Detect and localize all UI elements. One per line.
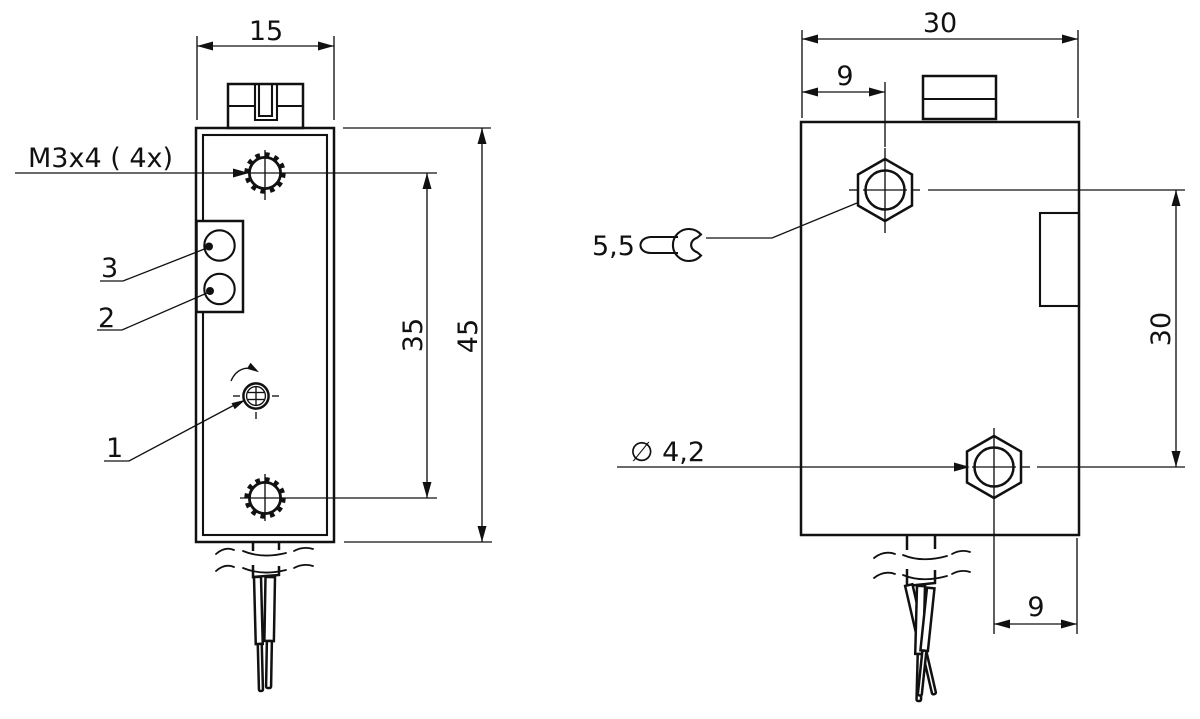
dim-label: 9 bbox=[836, 61, 853, 92]
diameter-callout: ∅ 4,2 bbox=[617, 437, 970, 472]
leader-dot bbox=[206, 287, 214, 295]
dimension-hole-spacing-35: 35 bbox=[398, 173, 432, 498]
callout-label: 1 bbox=[106, 433, 123, 464]
wrench-callout: 5,5 bbox=[592, 202, 858, 263]
dim-label: 15 bbox=[249, 16, 283, 47]
leader-line bbox=[706, 202, 858, 239]
leader-arrow bbox=[954, 462, 970, 472]
potentiometer-centerline-marks bbox=[233, 395, 279, 419]
centerlines bbox=[849, 148, 1185, 634]
thread-callout: M3x4 ( 4x) bbox=[15, 143, 437, 178]
dim-label: 35 bbox=[398, 318, 429, 352]
front-cable bbox=[215, 543, 314, 693]
dimension-hole-offset-bottom-9: 9 bbox=[994, 538, 1078, 634]
leader-line bbox=[100, 247, 208, 282]
leader-line bbox=[104, 401, 241, 462]
side-body-outline bbox=[799, 120, 1081, 537]
screw-head-front-icon bbox=[226, 82, 305, 130]
dimension-width-30: 30 bbox=[801, 8, 1079, 118]
dimension-hole-spacing-30: 30 bbox=[1146, 190, 1181, 467]
led-lower-icon bbox=[203, 272, 236, 306]
dim-label: 45 bbox=[453, 319, 484, 353]
rotation-arrow-icon bbox=[230, 362, 259, 382]
callout-1: 1 bbox=[104, 399, 246, 464]
dim-label: 30 bbox=[923, 8, 957, 39]
callout-label: 2 bbox=[98, 303, 115, 334]
callout-3: 3 bbox=[100, 242, 213, 284]
wrench-icon bbox=[639, 227, 703, 263]
dimension-hole-offset-top-9: 9 bbox=[802, 61, 886, 147]
potentiometer-icon bbox=[242, 382, 270, 410]
dim-label: 30 bbox=[1146, 312, 1177, 346]
side-view: 5,5 ∅ 4,2 30 9 bbox=[592, 8, 1185, 703]
wire bbox=[916, 586, 936, 697]
break-line bbox=[873, 549, 971, 581]
leader-arrow bbox=[233, 168, 249, 178]
led-upper-icon bbox=[203, 229, 236, 262]
thread-callout-label: M3x4 ( 4x) bbox=[28, 143, 173, 174]
leader-line bbox=[97, 292, 208, 331]
screw-head-side-icon bbox=[921, 74, 998, 121]
front-view: M3x4 ( 4x) 15 35 45 bbox=[15, 16, 492, 693]
callout-2: 2 bbox=[97, 287, 214, 334]
led-block bbox=[195, 219, 245, 314]
dimension-width-15: 15 bbox=[196, 16, 335, 120]
break-line bbox=[215, 546, 314, 574]
cable-end bbox=[905, 569, 937, 588]
side-cable bbox=[873, 536, 971, 703]
led-block-side bbox=[1038, 211, 1081, 308]
hole-diameter-label: ∅ 4,2 bbox=[630, 437, 705, 468]
dimension-height-45: 45 bbox=[343, 127, 492, 543]
dim-label: 9 bbox=[1027, 592, 1044, 623]
callout-label: 3 bbox=[101, 253, 118, 284]
wire bbox=[263, 575, 277, 690]
leader-dot bbox=[205, 242, 213, 251]
wrench-size-label: 5,5 bbox=[592, 231, 635, 262]
front-body-outline bbox=[194, 126, 336, 544]
front-body-inner-outline bbox=[201, 133, 329, 537]
leader-arrow bbox=[231, 399, 246, 410]
wire bbox=[252, 575, 265, 693]
